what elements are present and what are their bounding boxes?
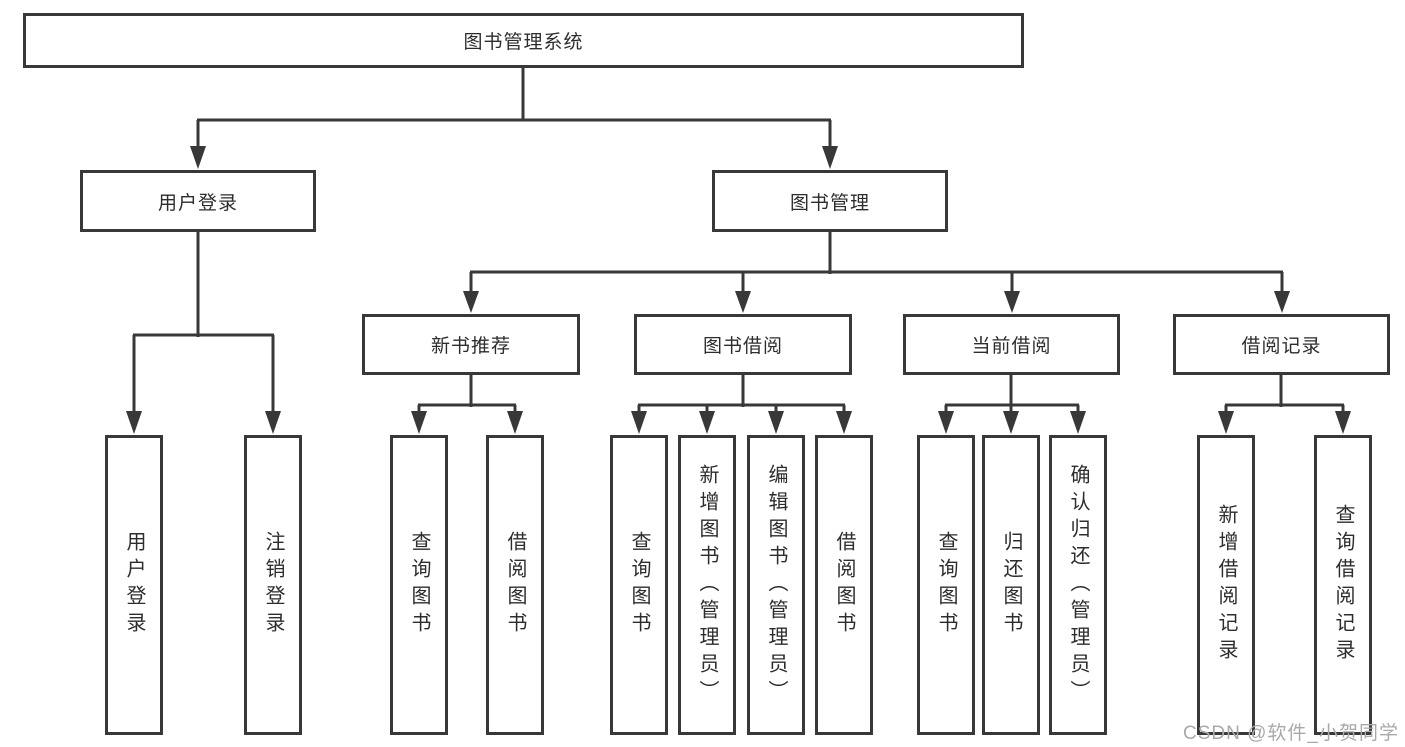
leaf-label: 新增图书（管理员） [696,463,718,707]
arrowhead-icon [507,411,523,434]
arrowhead-icon [190,146,206,169]
node-borrowing-records: 借阅记录 [1173,314,1390,375]
leaf-borrowing-query-books: 查询图书 [610,435,668,735]
leaf-label: 查询图书 [628,531,650,639]
arrowhead-icon [126,411,142,434]
leaf-records-add-record: 新增借阅记录 [1197,435,1255,735]
arrowhead-icon [1218,411,1234,434]
leaf-label: 归还图书 [1000,531,1022,639]
leaf-records-query-record: 查询借阅记录 [1314,435,1372,735]
leaf-label: 用户登录 [123,531,145,639]
leaf-label: 新增借阅记录 [1215,504,1237,666]
leaf-label: 注销登录 [262,531,284,639]
node-library-management-system: 图书管理系统 [23,13,1024,68]
arrowhead-icon [822,146,838,169]
node-new-book-recommend: 新书推荐 [362,314,580,375]
leaf-label: 借阅图书 [504,531,526,639]
csdn-watermark: CSDN @软件_小贺同学 [1183,723,1399,744]
leaf-label: 编辑图书（管理员） [765,463,787,707]
leaf-current-query-books: 查询图书 [917,435,975,735]
node-user-login: 用户登录 [80,170,316,232]
leaf-label: 查询图书 [408,531,430,639]
arrowhead-icon [836,411,852,434]
leaf-label: 查询图书 [935,531,957,639]
node-book-management: 图书管理 [712,170,948,232]
arrowhead-icon [1004,291,1020,313]
arrowhead-icon [631,411,647,434]
leaf-new-books-borrow-books: 借阅图书 [486,435,544,735]
arrowhead-icon [463,291,479,313]
arrowhead-icon [938,411,954,434]
arrowhead-icon [699,411,715,434]
arrowhead-icon [1070,411,1086,434]
arrowhead-icon [735,291,751,313]
node-current-borrowing: 当前借阅 [903,314,1120,375]
leaf-borrowing-borrow-books: 借阅图书 [815,435,873,735]
connector-paths [132,68,1345,413]
leaf-borrowing-edit-books-admin: 编辑图书（管理员） [747,435,805,735]
leaf-label: 查询借阅记录 [1332,504,1354,666]
leaf-user-login: 用户登录 [105,435,163,735]
arrowhead-icon [265,411,281,434]
arrowhead-icon [411,411,427,434]
leaf-label: 借阅图书 [833,531,855,639]
leaf-logout: 注销登录 [244,435,302,735]
leaf-current-confirm-return-admin: 确认归还（管理员） [1049,435,1107,735]
leaf-new-books-query-books: 查询图书 [390,435,448,735]
arrowhead-icon [1335,411,1351,434]
leaf-current-return-books: 归还图书 [982,435,1040,735]
arrowhead-icon [1274,291,1290,313]
node-book-borrowing: 图书借阅 [634,314,852,375]
arrowheads [126,146,1351,434]
arrowhead-icon [768,411,784,434]
leaf-borrowing-add-books-admin: 新增图书（管理员） [678,435,736,735]
arrowhead-icon [1003,411,1019,434]
leaf-label: 确认归还（管理员） [1067,463,1089,707]
